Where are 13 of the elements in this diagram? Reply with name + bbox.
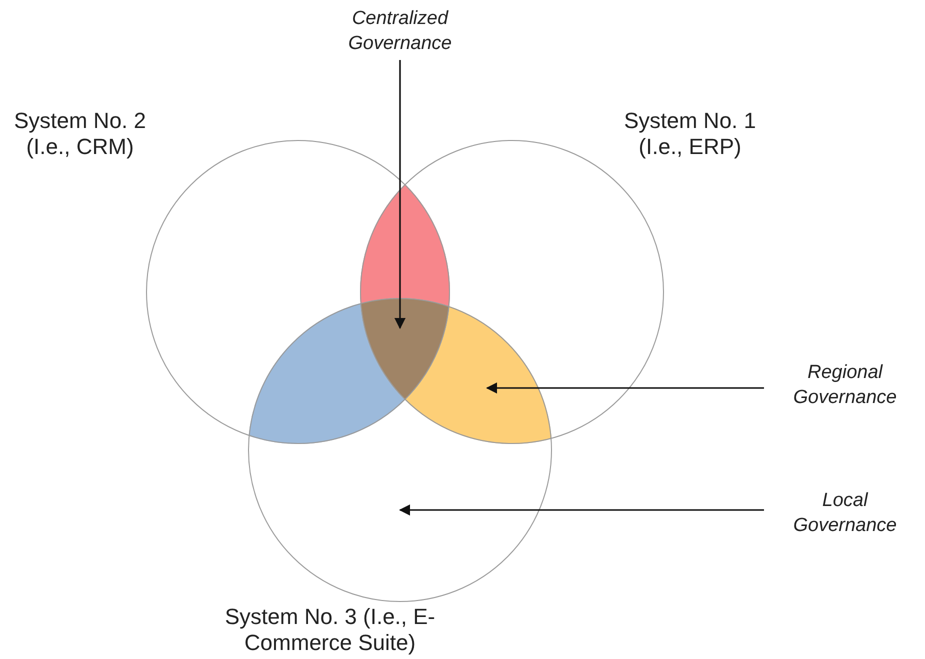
leader-arrow [394,60,406,330]
circle-label: System No. 3 (I.e., E-Commerce Suite) [224,604,436,656]
overlap-region [360,298,450,400]
callout-text: Regional Governance [792,361,898,410]
overlap-region [405,306,552,444]
leader-arrow [486,382,764,394]
leader-arrow [398,504,764,516]
overlap-region [360,184,450,306]
circle-label: System No. 2 (I.e., CRM) [12,108,148,160]
callout-text: Centralized Governance [347,7,453,56]
overlap-region [248,303,405,444]
callout-text: Local Governance [792,489,898,538]
circle-label: System No. 1 (I.e., ERP) [622,108,758,160]
